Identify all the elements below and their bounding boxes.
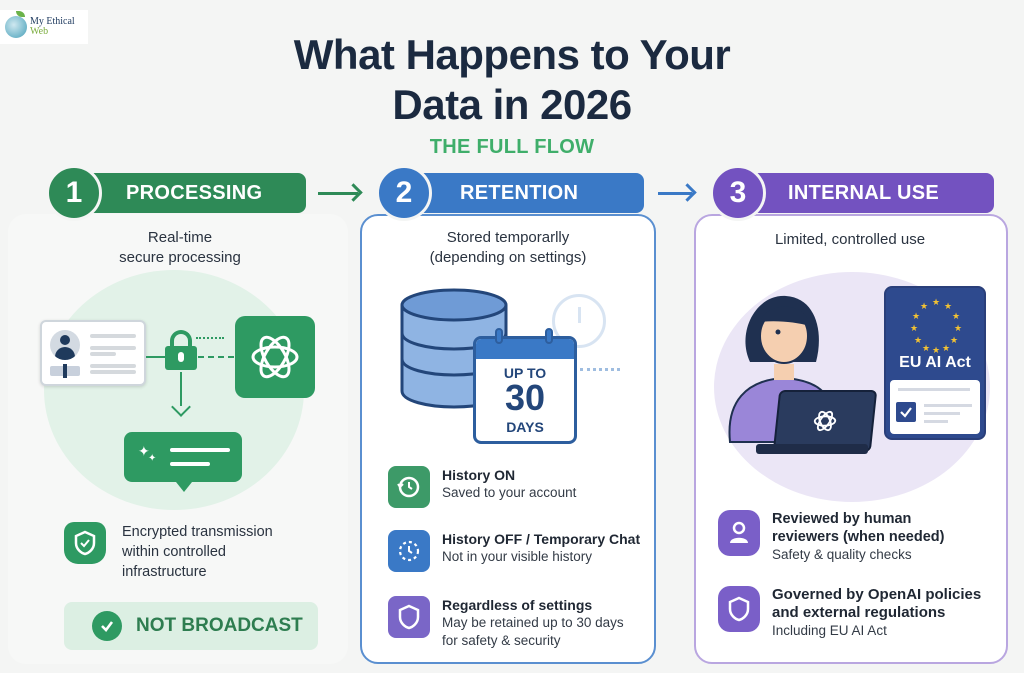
shield-icon xyxy=(718,586,760,632)
caption-line: Real-time xyxy=(147,229,213,246)
item-text: within controlled xyxy=(122,544,226,560)
item-subtitle: Safety & quality checks xyxy=(772,547,912,562)
brand-logo: My Ethical Web xyxy=(0,10,88,44)
item-title: Reviewed by human xyxy=(772,511,912,527)
step-1-label: PROCESSING xyxy=(126,181,263,204)
globe-leaf-icon xyxy=(5,11,27,38)
check-circle-icon xyxy=(92,611,122,641)
item-title: Regardless of settings xyxy=(442,597,593,613)
calendar-number: 30 xyxy=(504,377,546,418)
item-title: History OFF / Temporary Chat xyxy=(442,531,641,547)
eu-stars-icon: ★ ★ ★ ★ ★ ★ ★ ★ ★ ★ ★ ★ xyxy=(910,297,963,355)
internal-use-caption: Limited, controlled use xyxy=(774,231,926,248)
clock-icon xyxy=(552,294,606,348)
item-text: Encrypted transmission xyxy=(122,524,273,540)
step-1-header: PROCESSING xyxy=(62,173,306,213)
step-1-number-badge: 1 xyxy=(46,165,102,221)
history-off-item: History OFF / Temporary Chat Not in your… xyxy=(388,530,648,572)
item-text: infrastructure xyxy=(122,564,207,580)
human-review-item: Reviewed by human reviewers (when needed… xyxy=(718,510,1008,564)
processing-caption: Real-time secure processing xyxy=(60,228,300,268)
logo-text-line1: My Ethical xyxy=(30,16,75,27)
retention-caption: Stored temporarlly (depending on setting… xyxy=(380,228,636,268)
eu-ai-act-card: ★ ★ ★ ★ ★ ★ ★ ★ ★ ★ ★ ★ EU AI Act xyxy=(884,286,986,440)
item-subtitle: Saved to your account xyxy=(442,485,577,500)
caption-line: secure processing xyxy=(119,249,241,266)
item-subtitle: for safety & security xyxy=(442,633,561,648)
not-broadcast-badge: NOT BROADCAST xyxy=(64,602,318,650)
step-3-number-badge: 3 xyxy=(710,165,766,221)
step-3-number: 3 xyxy=(729,176,747,209)
caption-line: (depending on settings) xyxy=(429,249,587,266)
arrow-right-icon xyxy=(318,192,358,195)
step-2-number-badge: 2 xyxy=(376,165,432,221)
item-subtitle: Including EU AI Act xyxy=(772,623,887,638)
logo-text-line2: Web xyxy=(30,26,49,37)
lock-icon xyxy=(165,330,197,370)
avatar-icon xyxy=(50,330,80,360)
arrow-right-icon xyxy=(658,192,692,195)
page-title: What Happens to Your Data in 2026 xyxy=(0,30,1024,130)
calendar-line3: DAYS xyxy=(506,419,544,435)
history-on-item: History ON Saved to your account xyxy=(388,466,648,508)
step-2-label: RETENTION xyxy=(460,181,579,204)
user-icon xyxy=(718,510,760,556)
calendar-line1: UP TO xyxy=(503,365,547,381)
step-1-number: 1 xyxy=(65,176,83,209)
item-title: History ON xyxy=(442,467,516,483)
page-subtitle: THE FULL FLOW xyxy=(429,136,595,158)
step-3-header: INTERNAL USE xyxy=(728,173,994,213)
openai-logo-icon xyxy=(813,410,837,432)
eu-ai-act-label: EU AI Act xyxy=(899,354,971,371)
checklist-icon xyxy=(890,380,980,434)
title-line-1: What Happens to Your xyxy=(293,31,731,78)
laptop-icon xyxy=(772,390,878,452)
item-title: and external regulations xyxy=(772,604,946,621)
step-2-header: RETENTION xyxy=(394,173,644,213)
id-card-icon xyxy=(40,320,146,386)
item-subtitle: May be retained up to 30 days xyxy=(442,615,624,630)
openai-logo-icon xyxy=(235,316,315,398)
shield-icon xyxy=(388,596,430,638)
item-title: reviewers (when needed) xyxy=(772,529,945,545)
shield-check-icon xyxy=(64,522,106,564)
encrypted-transmission-item: Encrypted transmission within controlled… xyxy=(64,522,324,582)
not-broadcast-label: NOT BROADCAST xyxy=(136,615,303,636)
regardless-of-settings-item: Regardless of settings May be retained u… xyxy=(388,596,654,650)
step-2-number: 2 xyxy=(395,176,413,209)
item-title: Governed by OpenAI policies xyxy=(772,586,982,603)
calendar-icon: UP TO 30 DAYS xyxy=(473,336,577,444)
history-off-icon xyxy=(388,530,430,572)
title-line-2: Data in 2026 xyxy=(392,81,632,128)
step-3-label: INTERNAL USE xyxy=(788,181,940,204)
caption-line: Stored temporarlly xyxy=(446,229,570,246)
sparkle-chat-bubble-icon: ✦ ✦ xyxy=(124,432,242,492)
history-on-icon xyxy=(388,466,430,508)
item-subtitle: Not in your visible history xyxy=(442,549,593,564)
governance-item: Governed by OpenAI policies and external… xyxy=(718,586,1018,640)
